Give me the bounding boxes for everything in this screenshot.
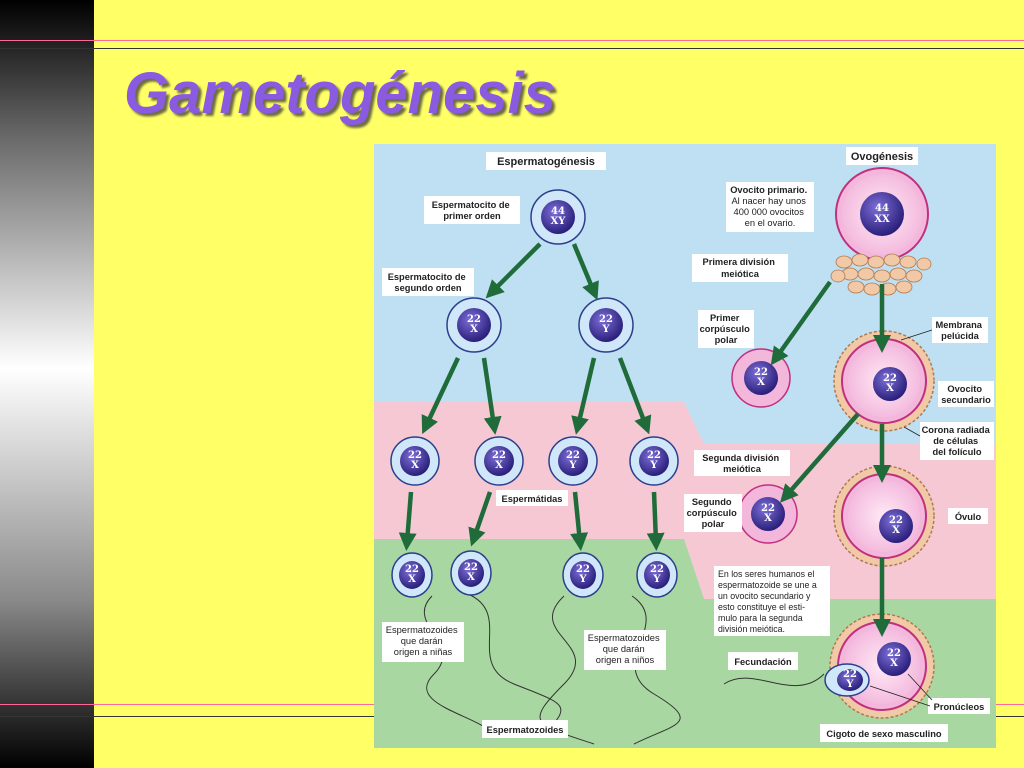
oogenesis-arrows	[770, 280, 891, 637]
svg-text:X: X	[495, 460, 503, 471]
svg-text:22: 22	[566, 450, 580, 461]
primary-spermatocyte: 44 XY	[530, 189, 586, 245]
svg-text:22: 22	[576, 564, 590, 575]
sperm-head-2: 22 X	[450, 550, 492, 596]
svg-text:22: 22	[408, 450, 422, 461]
oogenesis-title: Ovogénesis	[851, 151, 913, 163]
label-secondary-spermatocyte: Espermatocito de segundo orden	[388, 272, 469, 293]
svg-text:X: X	[757, 377, 765, 388]
label-primary-oocyte: Ovocito primario. Al nacer hay unos 400 …	[730, 185, 810, 228]
label-corona-radiata: Corona radiada de células del folículo	[922, 425, 993, 457]
secondary-spermatocyte-x: 22 X	[446, 297, 502, 353]
label-second-polar-body: Segundo corpúsculo polar	[687, 497, 740, 529]
svg-text:X: X	[892, 525, 900, 536]
svg-text:22: 22	[889, 515, 903, 526]
zygote: 22 X 22 Y	[824, 613, 935, 719]
svg-text:Y: Y	[568, 460, 577, 471]
svg-text:22: 22	[467, 314, 481, 325]
spermatogenesis-arrows	[398, 242, 665, 551]
label-sperm-boys: Espermatozoides que darán origen a niños	[588, 633, 662, 665]
label-primary-spermatocyte: Espermatocito de primer orden	[432, 200, 513, 221]
primary-oocyte: 44 XX	[835, 167, 929, 261]
label-fertilization-note: En los seres humanos el espermatozoide s…	[718, 569, 819, 634]
secondary-oocyte: 22 X	[833, 330, 935, 432]
svg-text:X: X	[408, 574, 416, 585]
svg-text:22: 22	[761, 503, 775, 514]
follicle-cells	[830, 253, 932, 296]
label-first-polar-body: Primer corpúsculo polar	[700, 313, 753, 345]
svg-text:Y: Y	[845, 679, 854, 690]
top-rule-pink	[0, 40, 1024, 41]
svg-text:22: 22	[650, 564, 664, 575]
svg-text:22: 22	[464, 562, 478, 573]
svg-text:22: 22	[754, 367, 768, 378]
svg-text:22: 22	[883, 373, 897, 384]
left-gradient-bar	[0, 0, 94, 768]
svg-text:XY: XY	[551, 216, 567, 227]
svg-text:XX: XX	[874, 214, 890, 225]
spermatid-4: 22 Y	[629, 436, 679, 486]
svg-text:X: X	[764, 513, 772, 524]
svg-text:X: X	[467, 572, 475, 583]
spermatogenesis-title: Espermatogénesis	[497, 156, 595, 168]
svg-text:Y: Y	[652, 574, 661, 585]
spermatid-2: 22 X	[474, 436, 524, 486]
sperm-head-4: 22 Y	[636, 552, 678, 598]
label-sperm-girls: Espermatozoides que darán origen a niñas	[386, 625, 460, 657]
label-zona-pellucida: Membrana pelúcida	[935, 320, 984, 341]
label-first-division: Primera división meiótica	[703, 257, 778, 279]
sperm-head-1: 22 X	[391, 552, 433, 598]
slide-title: Gametogénesis	[124, 61, 556, 126]
svg-text:22: 22	[843, 669, 857, 680]
svg-text:X: X	[886, 383, 894, 394]
svg-text:44: 44	[875, 203, 889, 214]
label-zygote: Cigoto de sexo masculino	[826, 729, 942, 739]
label-secondary-oocyte: Ovocito secundario	[941, 384, 991, 405]
svg-text:44: 44	[551, 206, 565, 217]
svg-text:Y: Y	[601, 324, 610, 335]
spermatid-3: 22 Y	[548, 436, 598, 486]
ovum: 22 X	[833, 465, 935, 567]
top-rule-dark	[0, 48, 1024, 49]
svg-text:22: 22	[647, 450, 661, 461]
secondary-spermatocyte-y: 22 Y	[578, 297, 634, 353]
first-polar-body: 22 X	[731, 348, 791, 408]
label-second-division: Segunda división meiótica	[702, 453, 782, 474]
svg-text:Y: Y	[649, 460, 658, 471]
svg-text:22: 22	[492, 450, 506, 461]
sperm-head-3: 22 Y	[562, 552, 604, 598]
svg-text:Y: Y	[578, 574, 587, 585]
label-spermatozoa: Espermatozoides	[487, 725, 564, 735]
spermatid-1: 22 X	[390, 436, 440, 486]
label-pronuclei: Pronúcleos	[934, 702, 985, 712]
svg-text:X: X	[890, 658, 898, 669]
label-ovum: Óvulo	[955, 511, 982, 522]
svg-text:22: 22	[887, 648, 901, 659]
label-spermatids: Espermátidas	[502, 494, 563, 504]
svg-text:22: 22	[599, 314, 613, 325]
gametogenesis-diagram: Espermatogénesis Ovogénesis 44 XY 22 X 2…	[374, 144, 996, 748]
svg-text:X: X	[470, 324, 478, 335]
svg-text:22: 22	[405, 564, 419, 575]
svg-text:X: X	[411, 460, 419, 471]
label-fertilization: Fecundación	[734, 657, 792, 667]
